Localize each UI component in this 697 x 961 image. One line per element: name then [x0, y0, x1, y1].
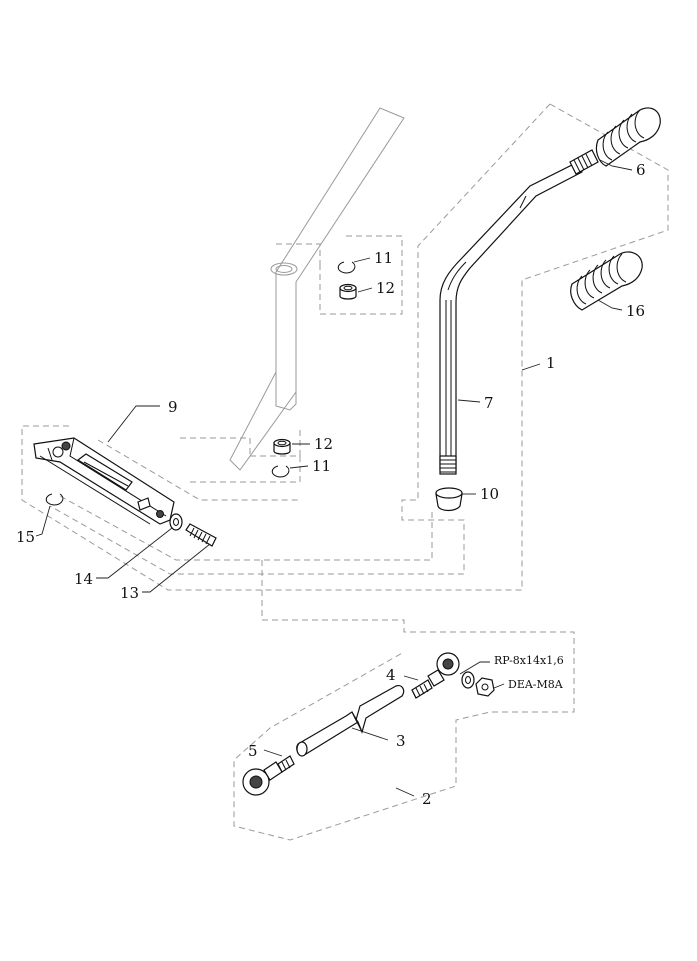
- part-6-knob: [595, 107, 661, 167]
- callout-5: 5: [248, 742, 258, 760]
- lever-spline-end: [439, 455, 457, 475]
- callout-10: 10: [480, 485, 499, 503]
- callout-12b: 12: [314, 435, 333, 453]
- part-5-ball-joint-lower: [242, 755, 295, 796]
- part-11-circlip-upper: [337, 261, 356, 274]
- part-10-cap: [435, 487, 463, 512]
- part-9-bracket: [33, 437, 175, 525]
- lever-thread-end: [569, 149, 599, 175]
- assembly-group-2-outline: [233, 560, 575, 841]
- assembly-group-1-outline: [21, 103, 669, 591]
- part-12-bushing-lower: [273, 438, 291, 455]
- callout-3: 3: [396, 732, 406, 750]
- callout-15: 15: [16, 528, 35, 546]
- callout-11b: 11: [312, 457, 331, 475]
- callout-washer-code: RP-8x14x1,6: [494, 654, 564, 667]
- part-13-stud: [185, 523, 217, 547]
- part-16-knob: [570, 251, 643, 311]
- callout-9: 9: [168, 398, 178, 416]
- part-3-rod: [296, 685, 405, 757]
- callout-nut-code: DEA-M8A: [508, 678, 564, 691]
- callout-labels: 6 16 1 7 10 11 12 12 11 9 15 14 13 4 RP-…: [16, 161, 646, 808]
- callout-6: 6: [636, 161, 646, 179]
- callout-2: 2: [422, 790, 432, 808]
- callout-14: 14: [74, 570, 93, 588]
- washer-rp: [461, 671, 475, 689]
- part-15-circlip: [45, 493, 64, 506]
- part-7-gear-lever: [439, 149, 599, 475]
- callout-16: 16: [626, 302, 645, 320]
- bushing-group-outline: [190, 235, 403, 483]
- part-14-washer: [169, 513, 183, 531]
- callout-13: 13: [120, 584, 139, 602]
- nut-dea: [475, 677, 495, 697]
- callout-4: 4: [386, 666, 396, 684]
- callout-11a: 11: [374, 249, 393, 267]
- frame-tube-outline: [229, 107, 405, 471]
- callout-12a: 12: [376, 279, 395, 297]
- part-12-bushing-upper: [339, 283, 357, 300]
- part-11-circlip-lower: [271, 465, 290, 478]
- part-4-ball-joint-upper: [411, 652, 460, 699]
- callout-7: 7: [484, 394, 494, 412]
- callout-1: 1: [546, 354, 556, 372]
- leader-lines: [35, 159, 633, 797]
